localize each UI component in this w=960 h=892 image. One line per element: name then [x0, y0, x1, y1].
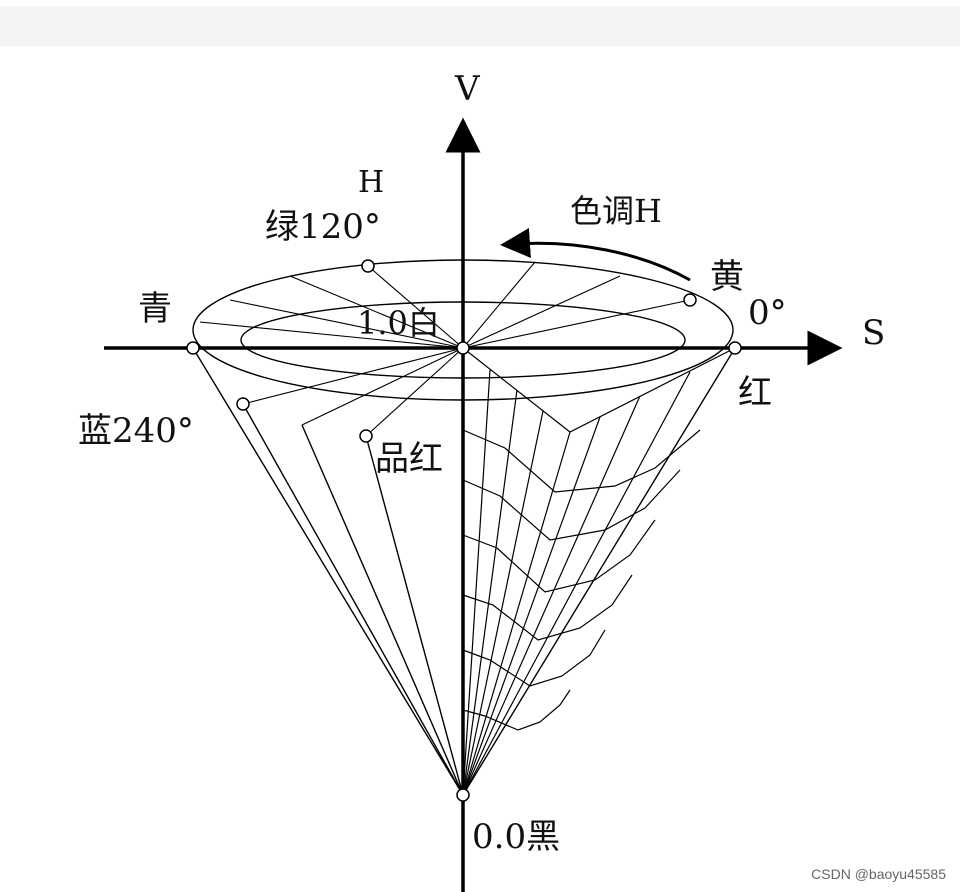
- label-zero-degree: 0°: [748, 293, 787, 333]
- label-yellow: 黄: [710, 257, 744, 297]
- point-green: [361, 259, 375, 273]
- point-magenta: [359, 429, 373, 443]
- h-label: H: [358, 165, 384, 200]
- v-axis-label: V: [454, 69, 481, 109]
- label-white: 1.0白: [357, 304, 440, 342]
- point-red: [728, 341, 742, 355]
- label-magenta: 品红: [375, 439, 443, 479]
- s-axis-label: S: [862, 313, 885, 353]
- color-points: [186, 259, 742, 802]
- point-blue: [236, 397, 250, 411]
- watermark: CSDN @baoyu45585: [811, 866, 946, 882]
- hue-label: 色调H: [570, 192, 662, 230]
- label-black: 0.0黑: [472, 817, 560, 857]
- top-toolbar-band: [0, 6, 960, 46]
- label-blue: 蓝240°: [78, 411, 194, 451]
- point-cyan: [186, 341, 200, 355]
- axes: [104, 117, 843, 892]
- point-white: [456, 341, 470, 355]
- label-red: 红: [738, 373, 772, 413]
- cone-edges: [192, 347, 736, 796]
- point-black: [456, 788, 470, 802]
- label-green: 绿120°: [265, 207, 381, 247]
- hue-direction-arrow: [500, 228, 691, 282]
- label-cyan: 青: [138, 289, 172, 329]
- point-yellow: [683, 293, 697, 307]
